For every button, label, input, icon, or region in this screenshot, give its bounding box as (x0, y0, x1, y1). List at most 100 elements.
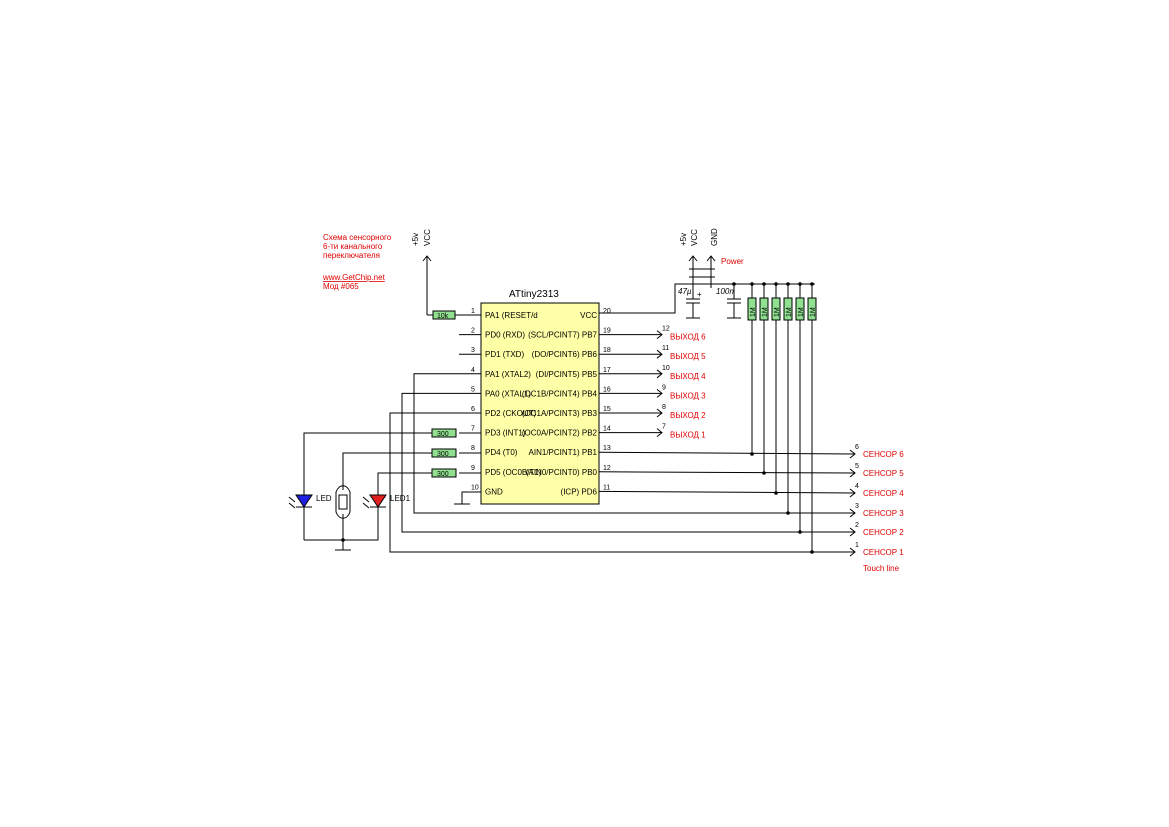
output-label: ВЫХОД 6 (670, 333, 706, 342)
right-pin-number: 19 (603, 328, 611, 335)
sensor-label: СЕНСОР 5 (863, 469, 904, 478)
sensor-number: 1 (855, 542, 859, 549)
left-pin-number: 2 (471, 328, 475, 335)
output-label: ВЫХОД 5 (670, 352, 706, 361)
right-pin-label: (SCL/PCINT7) PB7 (528, 331, 597, 340)
right-pin-label: (OC1B/PCINT4) PB4 (522, 389, 598, 398)
conn-gnd-name: GND (710, 228, 719, 246)
red-led-icon (369, 494, 387, 508)
sensor-number: 6 (855, 444, 859, 451)
vcc-arrow-icon (422, 255, 432, 262)
mod-number: Мод #065 (323, 282, 359, 291)
vcc-supply-reset: +5v VCC 10k (411, 229, 481, 320)
sensor-label: СЕНСОР 1 (863, 548, 904, 557)
gnd-conn-arrow-icon (706, 255, 716, 262)
sensor-resistor-value: 1M (774, 307, 781, 317)
sensor-label: СЕНСОР 2 (863, 528, 904, 537)
title-line-1: Схема сенсорного (323, 233, 392, 242)
left-pin-number: 6 (471, 406, 475, 413)
right-pin-label: (AIN0/PCINT0) PB0 (526, 468, 598, 477)
right-pin-label: (OC0A/PCINT2) PB2 (522, 429, 598, 438)
microcontroller: ATtiny2313 (480, 289, 600, 505)
touch-line-label: Touch line (863, 564, 900, 573)
left-pin-number: 3 (471, 347, 475, 354)
blue-led-icon (295, 494, 313, 508)
led-resistor-3-value: 300 (437, 471, 449, 478)
chip-ground (454, 491, 481, 505)
output-number: 12 (662, 326, 670, 333)
left-pin-label: PA1 (XTAL2) (485, 370, 531, 379)
led-resistor-2-value: 300 (437, 451, 449, 458)
sensor-arrow-icon (849, 547, 856, 557)
output-arrow-icon (656, 349, 663, 359)
output-number: 10 (662, 365, 670, 372)
left-pin-label: PD3 (INT1) (485, 429, 526, 438)
sensor-resistor-value: 1M (810, 307, 817, 317)
left-pin-number: 10 (471, 484, 479, 491)
reset-resistor-value: 10k (437, 313, 449, 320)
left-pin-label: GND (485, 487, 503, 496)
right-pin-number: 14 (603, 426, 611, 433)
sensor-number: 4 (855, 483, 859, 490)
output-number: 9 (662, 384, 666, 391)
sensor-resistor-value: 1M (750, 307, 757, 317)
title-line-3: переключателя (323, 251, 380, 260)
output-arrow-icon (656, 369, 663, 379)
right-pin-number: 17 (603, 367, 611, 374)
right-pin-number: 12 (603, 465, 611, 472)
sensor-label: СЕНСОР 6 (863, 450, 904, 459)
sensor-label: СЕНСОР 3 (863, 509, 904, 518)
output-label: ВЫХОД 4 (670, 372, 706, 381)
output-label: ВЫХОД 3 (670, 391, 706, 400)
left-pin-number: 8 (471, 445, 475, 452)
sensor-arrow-icon (849, 488, 856, 498)
left-pin-number: 5 (471, 386, 475, 393)
sensor-arrow-icon (849, 449, 856, 459)
left-pin-label: PD1 (TXD) (485, 350, 524, 359)
red-led-label: LED1 (390, 494, 411, 503)
left-pin-number: 9 (471, 465, 475, 472)
title-notes: Схема сенсорного 6-ти канального переклю… (322, 233, 392, 291)
cap-100n-value: 100n (716, 287, 734, 296)
left-pin-number: 4 (471, 367, 475, 374)
left-pin-label: PD0 (RXD) (485, 331, 525, 340)
sensor-resistor-value: 1M (786, 307, 793, 317)
power-connector: +5v VCC GND Power (599, 228, 815, 314)
right-pin-number: 15 (603, 406, 611, 413)
led-resistor-1-value: 300 (437, 431, 449, 438)
blue-led-circuit: 300 LED (288, 428, 481, 540)
output-number: 8 (662, 404, 666, 411)
sensor-number: 5 (855, 463, 859, 470)
cap-plus-sign: + (697, 290, 702, 299)
left-pin-label: PD4 (T0) (485, 448, 518, 457)
output-number: 11 (662, 345, 669, 352)
chip-name: ATtiny2313 (509, 289, 559, 300)
power-label: Power (721, 257, 744, 266)
blue-led-label: LED (316, 494, 332, 503)
right-pin-number: 16 (603, 386, 611, 393)
right-pin-number: 13 (603, 445, 611, 452)
title-line-2: 6-ти канального (323, 242, 383, 251)
output-arrow-icon (656, 408, 663, 418)
sensor-arrow-icon (849, 508, 856, 518)
output-label: ВЫХОД 2 (670, 411, 706, 420)
right-pin-number: 20 (603, 308, 611, 315)
sensor-number: 3 (855, 503, 859, 510)
right-pin-label: (ICP) PD6 (561, 487, 598, 496)
sensor-number: 2 (855, 522, 859, 529)
left-pin-number: 1 (471, 308, 475, 315)
left-pin-number: 7 (471, 426, 475, 433)
vcc-name-label: VCC (423, 229, 432, 246)
website-link[interactable]: www.GetChip.net (322, 273, 386, 282)
right-pin-label: AIN1/PCINT1) PB1 (529, 448, 598, 457)
conn-vcc-name: VCC (690, 229, 699, 246)
buzzer-icon (335, 485, 351, 519)
conn-vcc-voltage: +5v (679, 233, 688, 246)
right-pin-label: (DO/PCINT6) PB6 (532, 350, 598, 359)
right-pin-label: (OC1A/PCINT3) PB3 (522, 409, 598, 418)
right-pin-label: VCC (580, 311, 597, 320)
sensor-label: СЕНСОР 4 (863, 489, 904, 498)
